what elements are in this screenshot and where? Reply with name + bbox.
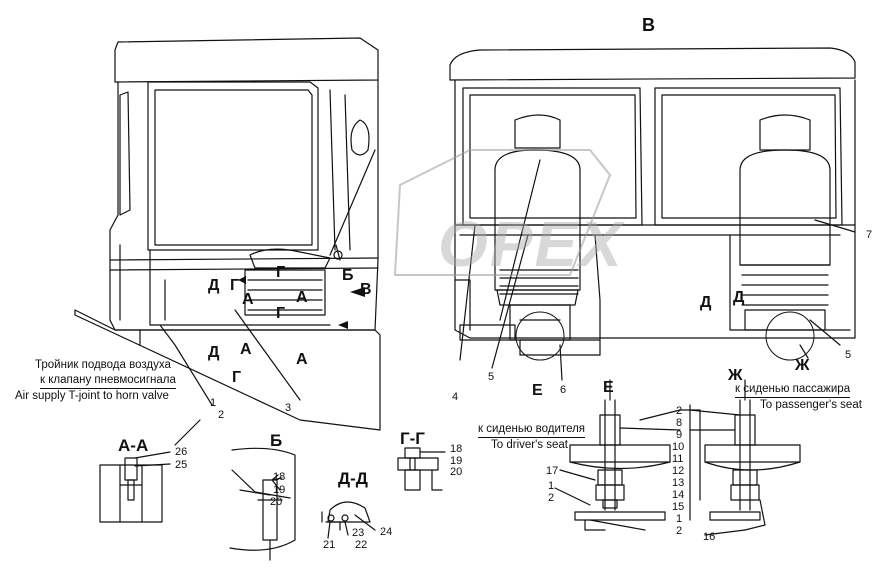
callout-26: 26 <box>175 446 188 458</box>
caption-tee-ru-1: Тройник подвода воздуха <box>35 359 171 371</box>
detail-e-drawing <box>569 379 681 531</box>
callout-14: 14 <box>672 489 685 501</box>
callout-19-g: 19 <box>450 455 463 467</box>
callout-10: 10 <box>672 441 685 453</box>
callout-16: 16 <box>703 531 716 543</box>
section-dd-drawing <box>321 501 376 539</box>
marker-d-2: Д <box>208 344 220 361</box>
marker-a-4: А <box>296 351 308 368</box>
section-title-b: Б <box>270 431 283 450</box>
callout-21: 21 <box>323 539 336 551</box>
section-b-drawing <box>229 447 296 561</box>
marker-g-3: Г <box>276 305 286 322</box>
callout-2-stack-b: 2 <box>676 525 683 537</box>
marker-b-1: Б <box>342 267 354 284</box>
caption-tee-ru-2: к клапану пневмосигнала <box>40 374 176 389</box>
marker-a-3: А <box>240 341 252 358</box>
watermark-text: OPEX <box>438 208 624 280</box>
caption-driver-en: To driver's seat <box>491 439 568 451</box>
detail-title-e: Е <box>603 379 614 396</box>
caption-tee-en: Air supply T-joint to horn valve <box>15 390 169 402</box>
callout-19-b: 19 <box>273 484 286 496</box>
section-title-gg: Г-Г <box>400 429 425 448</box>
cab-rear-view <box>449 47 856 381</box>
callout-8: 8 <box>676 417 683 429</box>
callout-11: 11 <box>672 453 684 465</box>
callout-3: 3 <box>285 402 292 414</box>
arrows <box>238 276 365 329</box>
callout-24: 24 <box>380 526 393 538</box>
callout-1-main: 1 <box>210 397 217 409</box>
section-aa-drawing <box>99 451 171 523</box>
callout-2-stack: 2 <box>676 405 683 417</box>
callout-18-g: 18 <box>450 443 463 455</box>
caption-passenger-en: To passenger's seat <box>760 399 862 411</box>
callout-6: 6 <box>560 384 567 396</box>
callout-leaders <box>174 404 746 536</box>
view-label-zh: Ж <box>795 357 810 374</box>
callout-9: 9 <box>676 429 683 441</box>
callout-17: 17 <box>546 465 559 477</box>
caption-driver-ru: к сиденью водителя <box>478 423 586 438</box>
callout-4: 4 <box>452 391 459 403</box>
callout-5-right: 5 <box>845 349 852 361</box>
cab-side-view <box>74 37 381 431</box>
watermark-logo <box>394 149 611 276</box>
section-title-dd: Д-Д <box>338 469 368 488</box>
callout-12: 12 <box>672 465 685 477</box>
callout-2-e: 2 <box>548 492 555 504</box>
section-title-aa: А-А <box>118 436 149 455</box>
marker-v-1: В <box>360 281 372 298</box>
callout-18-b: 18 <box>273 471 286 483</box>
callout-13: 13 <box>672 477 685 489</box>
marker-g-4: Г <box>232 369 242 386</box>
marker-g-1: Г <box>230 277 240 294</box>
callout-1-e: 1 <box>548 480 555 492</box>
callout-20-b: 20 <box>270 496 283 508</box>
marker-a-2: А <box>296 289 308 306</box>
marker-d-1: Д <box>208 277 220 294</box>
callout-22: 22 <box>355 539 368 551</box>
callout-7: 7 <box>866 229 873 241</box>
caption-passenger-ru: к сиденью пассажира <box>735 383 851 398</box>
callout-20-g: 20 <box>450 466 463 478</box>
marker-a-1: А <box>242 291 254 308</box>
callout-25: 25 <box>175 459 188 471</box>
view-label-e: Е <box>532 382 543 399</box>
callout-15: 15 <box>672 501 685 513</box>
callout-23: 23 <box>352 527 365 539</box>
section-gg-drawing <box>397 447 446 491</box>
view-label-b: В <box>642 15 655 35</box>
marker-d-4: Д <box>733 289 745 306</box>
marker-d-3: Д <box>700 294 712 311</box>
callout-1-stack: 1 <box>676 513 683 525</box>
callout-5-left: 5 <box>488 371 495 383</box>
marker-g-2: Г <box>276 264 286 281</box>
detail-title-zh: Ж <box>728 367 743 384</box>
callout-2-main: 2 <box>218 409 225 421</box>
